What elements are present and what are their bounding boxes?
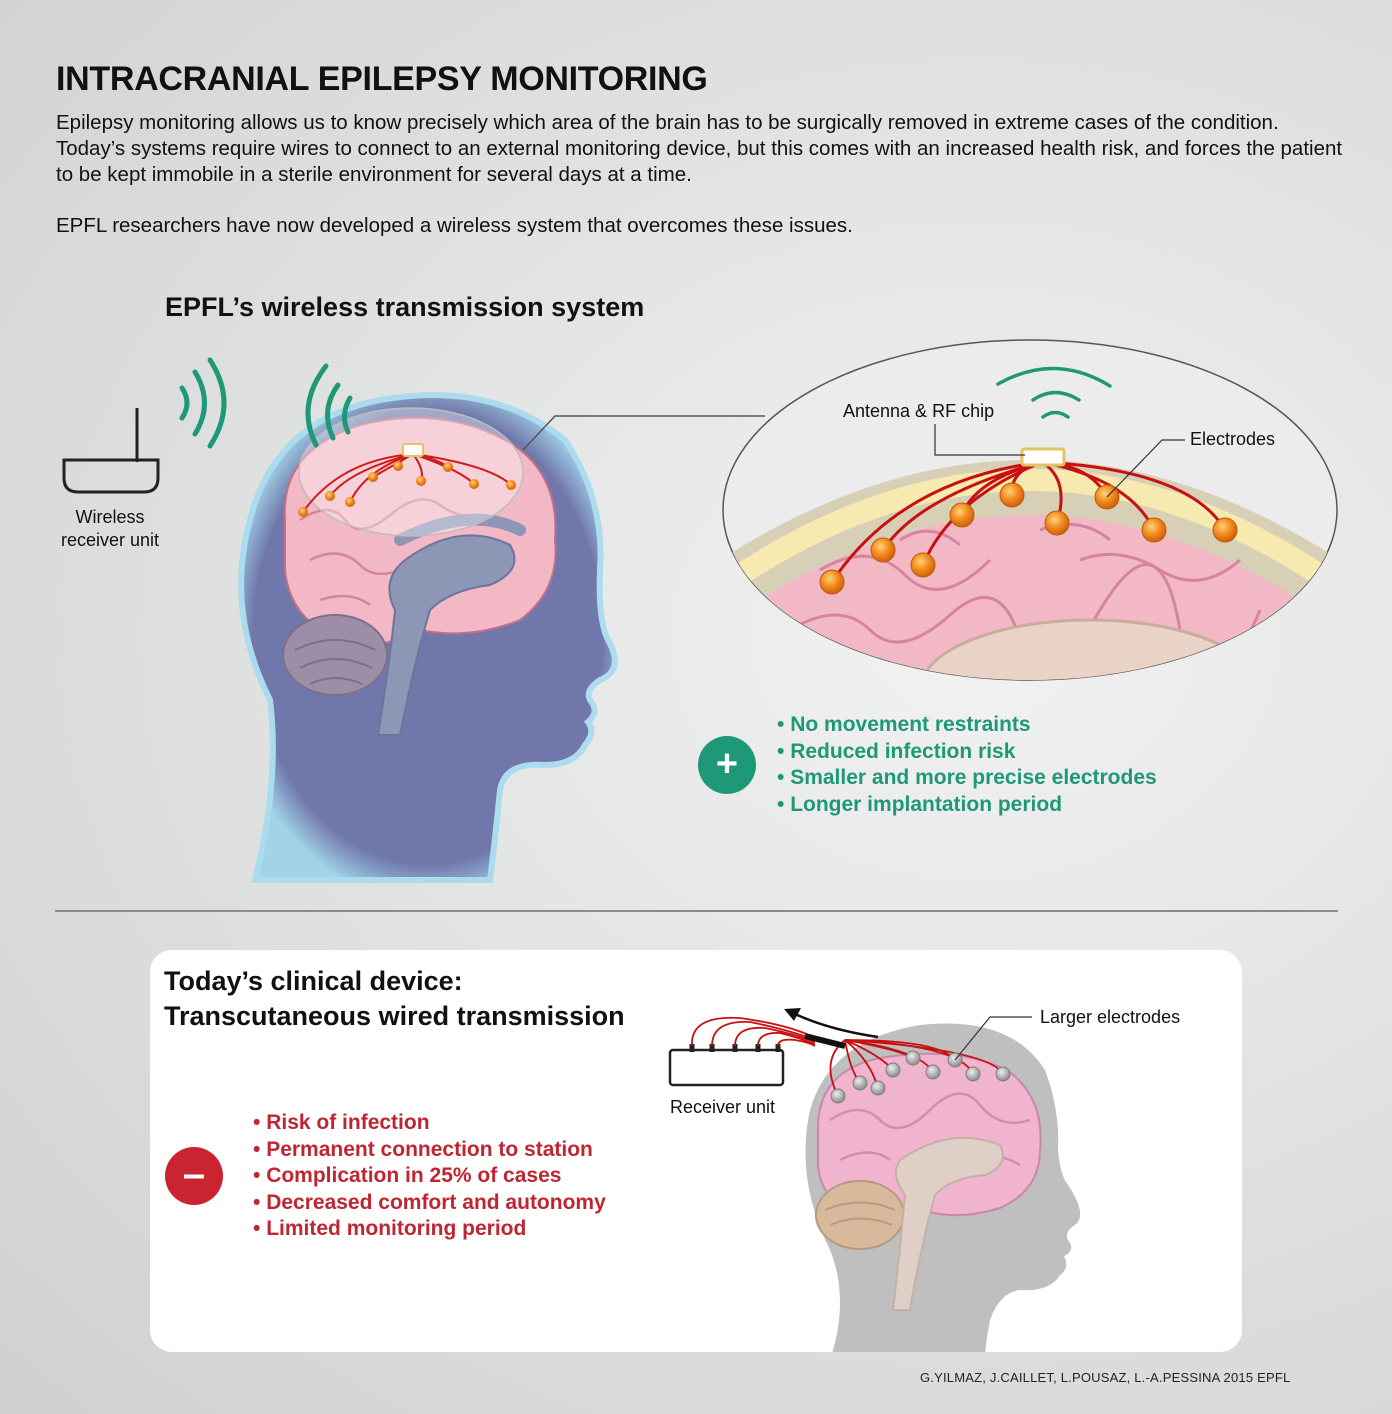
zoom-view-implant: [722, 339, 1338, 681]
wireless-receiver-icon: [62, 408, 160, 494]
chip-signal-icon: [996, 366, 1112, 419]
section-divider: [55, 910, 1338, 912]
disadvantage-item: Limited monitoring period: [253, 1216, 606, 1243]
receiver-signal-icon: [179, 357, 227, 449]
patient-head-wireless: [238, 392, 618, 883]
intro-summary: EPFL researchers have now developed a wi…: [56, 214, 853, 237]
clinical-heading-line2: Transcutaneous wired transmission: [164, 1001, 625, 1031]
receiver-unit-icon: [668, 1044, 785, 1087]
implant-chip-small: [402, 443, 424, 457]
head-signal-icon: [305, 363, 353, 448]
implant-electrodes-small: [298, 461, 516, 517]
disadvantages-list: Risk of infection Permanent connection t…: [253, 1110, 606, 1243]
cable-sleeve: [804, 1033, 846, 1049]
page-title: INTRACRANIAL EPILEPSY MONITORING: [56, 60, 708, 98]
advantage-item: Smaller and more precise electrodes: [777, 765, 1157, 792]
advantages-list: No movement restraints Reduced infection…: [777, 712, 1157, 818]
disadvantage-item: Permanent connection to station: [253, 1137, 606, 1164]
disadvantage-item: Complication in 25% of cases: [253, 1163, 606, 1190]
zoom-connector: [522, 415, 765, 451]
advantage-item: No movement restraints: [777, 712, 1157, 739]
disadvantage-item: Decreased comfort and autonomy: [253, 1190, 606, 1217]
credit-line: G.YILMAZ, J.CAILLET, L.POUSAZ, L.-A.PESS…: [920, 1370, 1291, 1385]
wireless-section-heading: EPFL’s wireless transmission system: [165, 292, 645, 322]
larger-electrodes-label: Larger electrodes: [1040, 1007, 1181, 1027]
disadvantage-item: Risk of infection: [253, 1110, 606, 1137]
wireless-receiver-label: Wireless receiver unit: [60, 507, 160, 550]
advantage-item: Longer implantation period: [777, 792, 1157, 819]
advantage-item: Reduced infection risk: [777, 739, 1157, 766]
intro-paragraph: Epilepsy monitoring allows us to know pr…: [56, 111, 1343, 186]
antenna-label: Antenna & RF chip: [843, 401, 995, 421]
minus-icon: –: [165, 1147, 223, 1205]
antenna-rf-chip: [1020, 447, 1066, 467]
plus-icon: +: [698, 736, 756, 794]
receiver-unit-label: Receiver unit: [670, 1097, 776, 1117]
clinical-heading-line1: Today’s clinical device:: [164, 966, 463, 996]
electrodes-label: Electrodes: [1190, 429, 1276, 449]
arrow-icon: [794, 1012, 879, 1039]
clinical-section-heading: Today’s clinical device: Transcutaneous …: [164, 964, 625, 1034]
larger-electrodes-leader: [954, 1016, 1032, 1061]
patient-head-wired: [805, 1023, 1081, 1352]
